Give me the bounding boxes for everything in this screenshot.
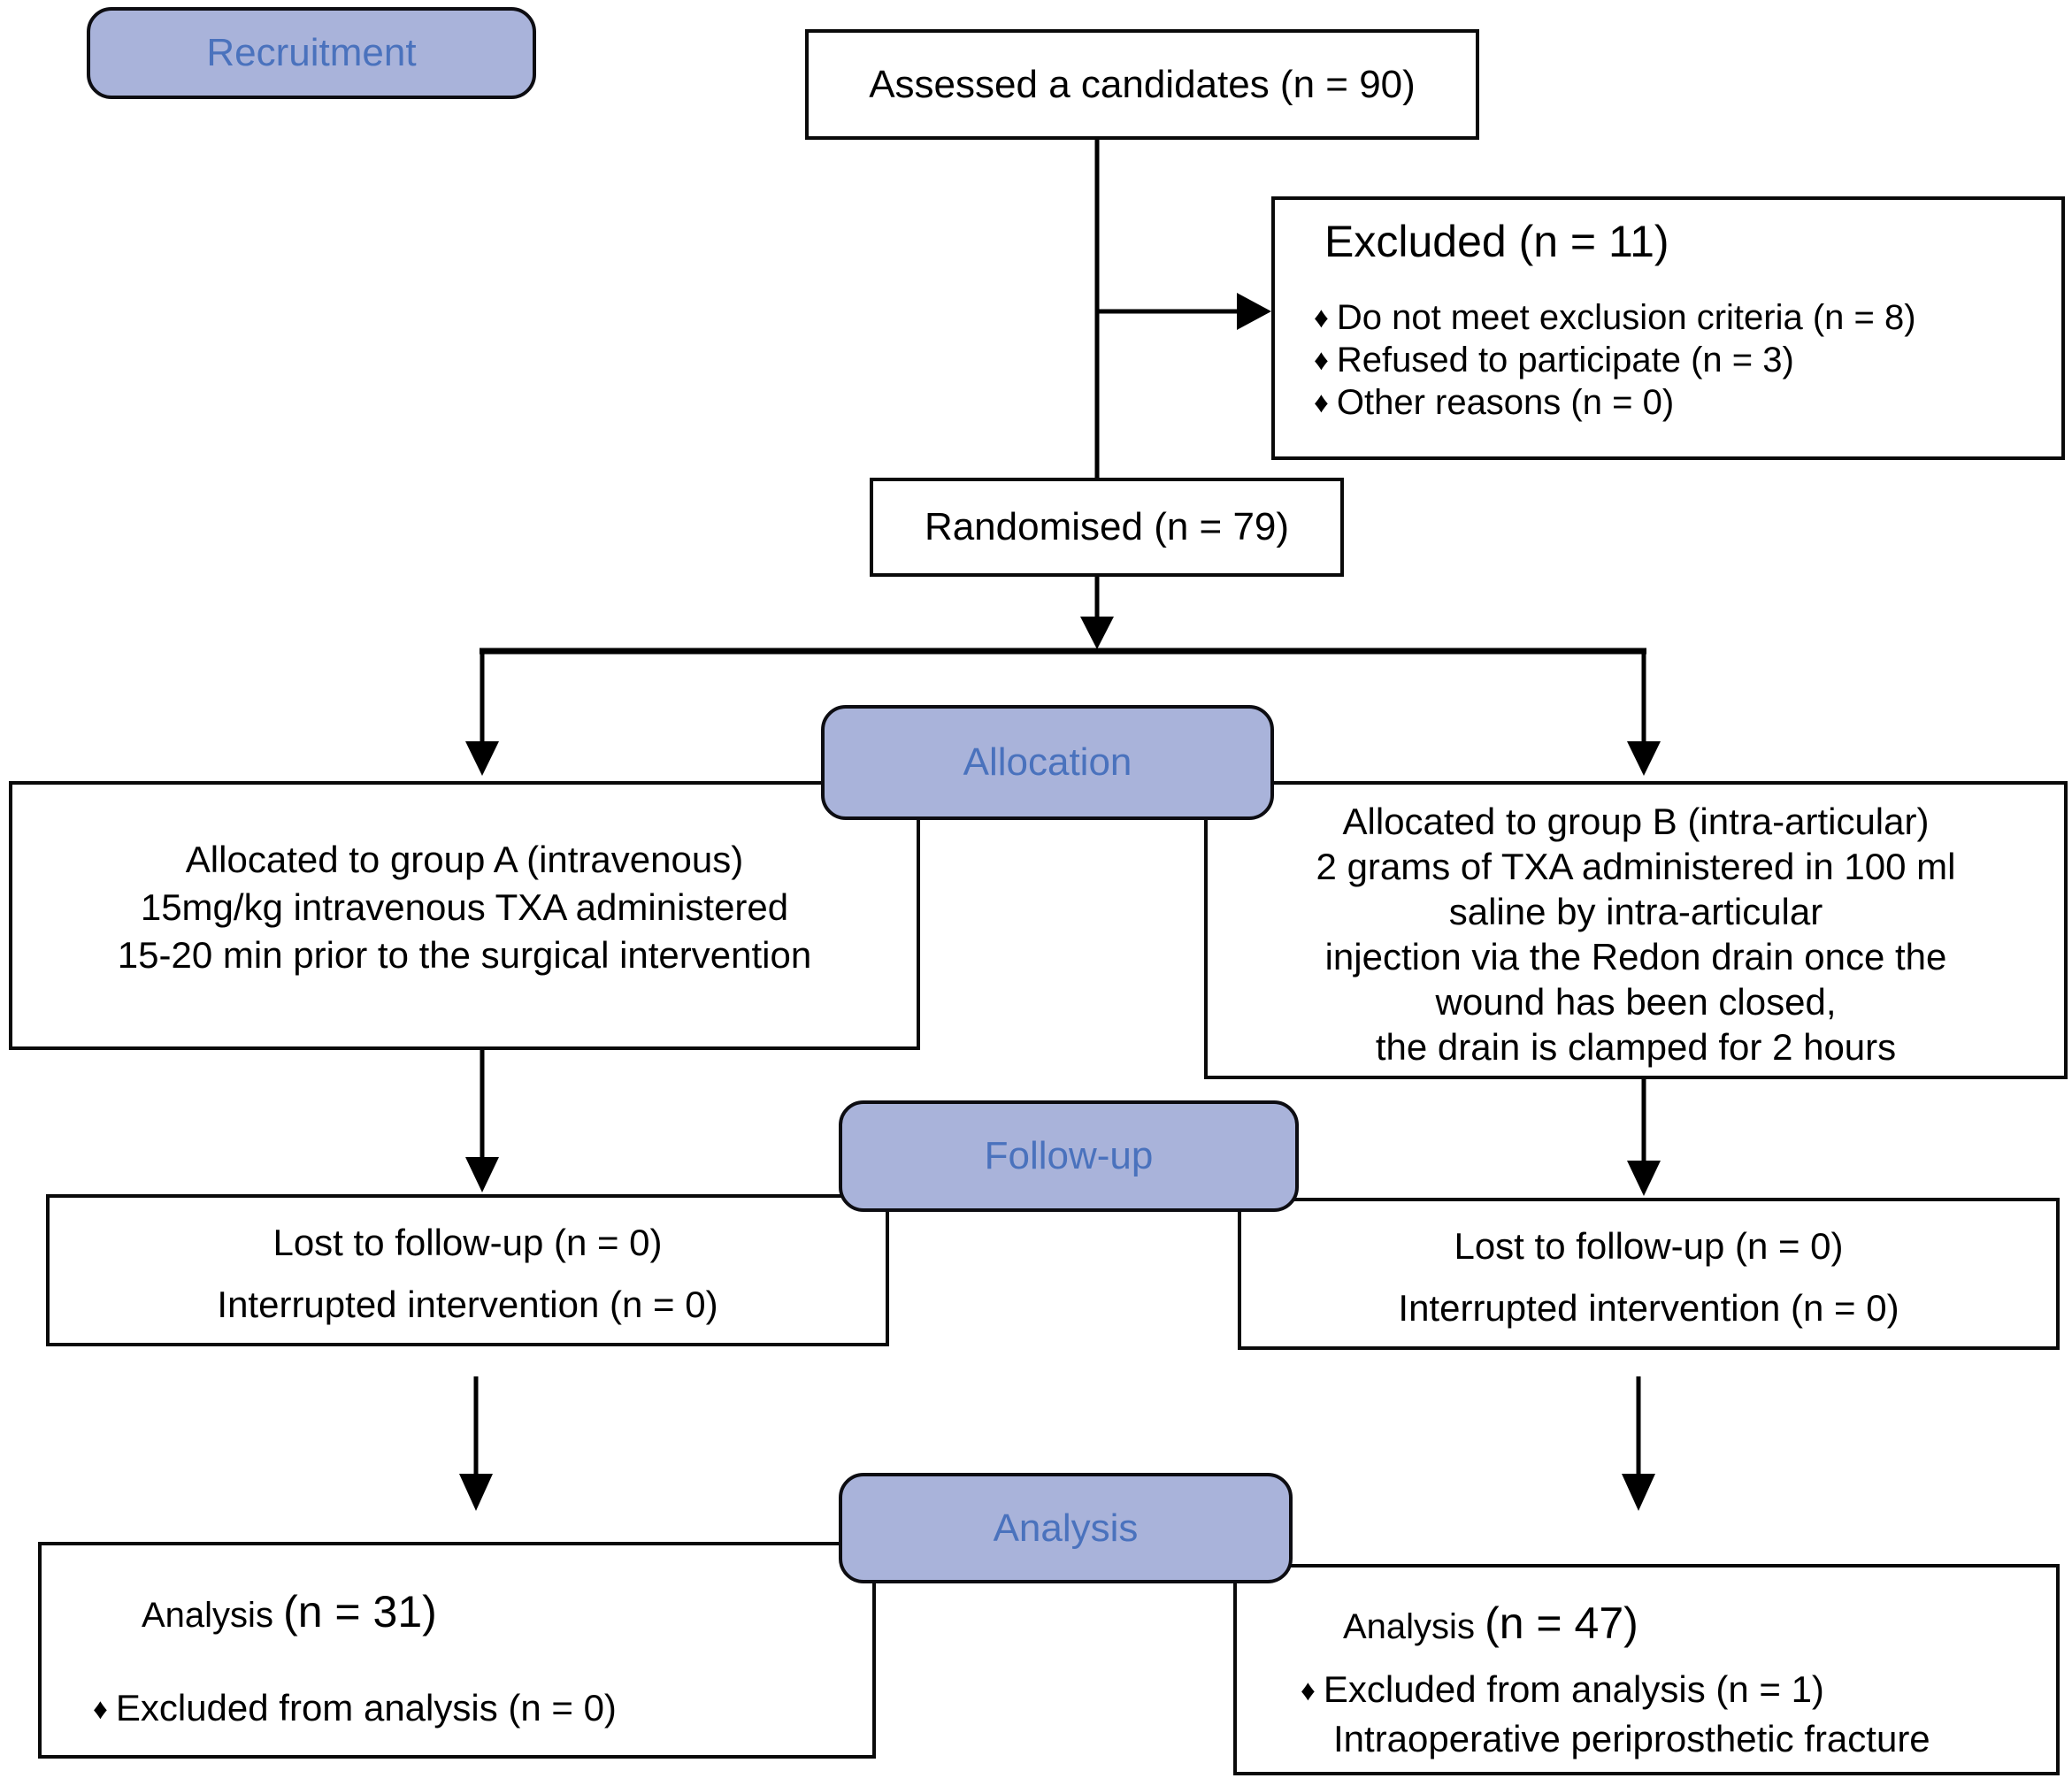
allocation-b-line: injection via the Redon drain once the bbox=[1324, 936, 1947, 977]
followup-group-b-box: Lost to follow-up (n = 0) Interrupted in… bbox=[1238, 1198, 2060, 1350]
arrowhead-analysis-a bbox=[459, 1474, 493, 1511]
diamond-bullet-icon: ♦ bbox=[1314, 301, 1329, 333]
arrowhead-followup-a bbox=[465, 1157, 499, 1192]
assessed-candidates-text: Assessed a candidates (n = 90) bbox=[869, 62, 1416, 106]
stage-label-analysis: Analysis bbox=[993, 1506, 1139, 1550]
diamond-bullet-icon: ♦ bbox=[93, 1692, 108, 1725]
excluded-box: Excluded (n = 11) ♦ Do not meet exclusio… bbox=[1271, 196, 2065, 460]
followup-a-line: Lost to follow-up (n = 0) bbox=[272, 1222, 663, 1263]
analysis-b-count: (n = 47) bbox=[1485, 1598, 1638, 1648]
allocation-b-line: 2 grams of TXA administered in 100 ml bbox=[1316, 846, 1956, 887]
excluded-items-list: ♦ Do not meet exclusion criteria (n = 8)… bbox=[1314, 297, 2044, 425]
arrowhead-excluded bbox=[1237, 293, 1271, 330]
allocation-a-line: 15-20 min prior to the surgical interven… bbox=[117, 934, 812, 976]
followup-b-line: Interrupted intervention (n = 0) bbox=[1398, 1287, 1899, 1329]
analysis-a-title: Analysis bbox=[142, 1596, 273, 1635]
analysis-b-bullet-text: Excluded from analysis (n = 1) bbox=[1323, 1668, 1824, 1710]
excluded-title: Excluded (n = 11) bbox=[1324, 217, 1669, 266]
diamond-bullet-icon: ♦ bbox=[1301, 1674, 1316, 1706]
stage-label-recruitment: Recruitment bbox=[206, 31, 417, 74]
stage-pill-analysis: Analysis bbox=[839, 1473, 1293, 1583]
excluded-item-text: Other reasons (n = 0) bbox=[1336, 383, 1675, 422]
followup-a-line: Interrupted intervention (n = 0) bbox=[217, 1284, 718, 1325]
arrowhead-alloc-a bbox=[465, 741, 499, 776]
stage-pill-allocation: Allocation bbox=[821, 705, 1274, 820]
allocation-group-b-box: Allocated to group B (intra-articular) 2… bbox=[1204, 781, 2068, 1079]
excluded-item-text: Refused to participate (n = 3) bbox=[1336, 341, 1794, 379]
stage-label-followup: Follow-up bbox=[984, 1134, 1154, 1177]
analysis-a-title-row: Analysis (n = 31) bbox=[142, 1586, 872, 1637]
diamond-bullet-icon: ♦ bbox=[1314, 343, 1329, 376]
diamond-bullet-icon: ♦ bbox=[1314, 386, 1329, 418]
excluded-item: ♦ Other reasons (n = 0) bbox=[1314, 382, 2044, 425]
allocation-group-a-box: Allocated to group A (intravenous) 15mg/… bbox=[9, 781, 920, 1050]
stage-label-allocation: Allocation bbox=[963, 740, 1132, 784]
arrowhead-analysis-b bbox=[1622, 1474, 1655, 1511]
arrowhead-split bbox=[1080, 617, 1114, 649]
analysis-b-bullet-detail: Intraoperative periprosthetic fracture bbox=[1333, 1718, 1930, 1759]
followup-group-a-box: Lost to follow-up (n = 0) Interrupted in… bbox=[46, 1194, 889, 1346]
allocation-a-line: 15mg/kg intravenous TXA administered bbox=[140, 886, 789, 928]
arrowhead-alloc-b bbox=[1627, 741, 1661, 776]
randomised-box: Randomised (n = 79) bbox=[870, 478, 1344, 577]
allocation-b-line: the drain is clamped for 2 hours bbox=[1375, 1026, 1897, 1068]
analysis-a-bullet-text: Excluded from analysis (n = 0) bbox=[115, 1687, 617, 1729]
analysis-group-b-box: Analysis (n = 47) ♦ Excluded from analys… bbox=[1233, 1564, 2060, 1775]
followup-b-line: Lost to follow-up (n = 0) bbox=[1454, 1225, 1844, 1267]
allocation-b-line: saline by intra-articular bbox=[1448, 891, 1823, 932]
analysis-group-a-box: Analysis (n = 31) ♦ Excluded from analys… bbox=[38, 1542, 876, 1759]
excluded-item: ♦ Refused to participate (n = 3) bbox=[1314, 340, 2044, 382]
analysis-b-title-row: Analysis (n = 47) bbox=[1343, 1598, 2056, 1649]
arrowhead-followup-b bbox=[1627, 1161, 1661, 1196]
stage-pill-followup: Follow-up bbox=[839, 1100, 1299, 1212]
allocation-b-line: wound has been closed, bbox=[1435, 981, 1837, 1023]
allocation-b-line: Allocated to group B (intra-articular) bbox=[1342, 801, 1930, 842]
excluded-item: ♦ Do not meet exclusion criteria (n = 8) bbox=[1314, 297, 2044, 340]
excluded-item-text: Do not meet exclusion criteria (n = 8) bbox=[1336, 298, 1916, 337]
assessed-candidates-box: Assessed a candidates (n = 90) bbox=[805, 29, 1479, 140]
analysis-b-bullet-row: ♦ Excluded from analysis (n = 1) bbox=[1301, 1668, 2056, 1711]
analysis-a-bullet-row: ♦ Excluded from analysis (n = 0) bbox=[93, 1687, 872, 1729]
stage-pill-recruitment: Recruitment bbox=[87, 7, 536, 99]
analysis-a-count: (n = 31) bbox=[283, 1587, 437, 1637]
allocation-a-line: Allocated to group A (intravenous) bbox=[185, 839, 744, 880]
randomised-text: Randomised (n = 79) bbox=[924, 505, 1290, 548]
analysis-b-title: Analysis bbox=[1343, 1607, 1475, 1646]
